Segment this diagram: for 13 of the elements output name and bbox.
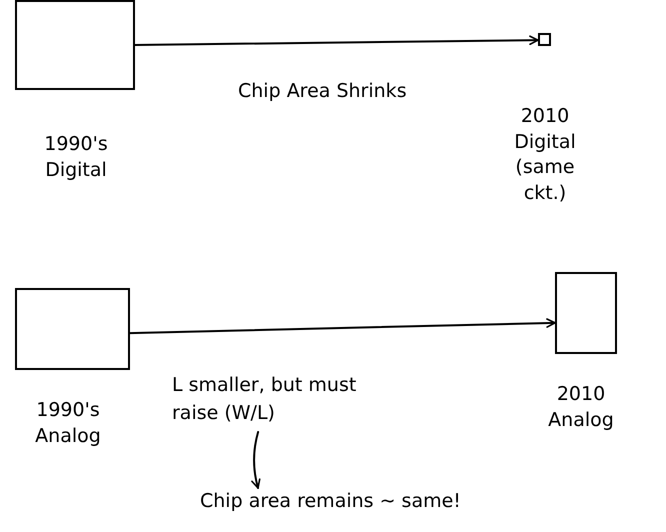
arrow (251, 431, 261, 489)
square-box (555, 272, 617, 354)
arrow (129, 318, 556, 334)
arrow (134, 35, 539, 46)
handwritten-note: L smaller, but must raise (W/L) (172, 372, 377, 432)
square-box (15, 0, 135, 90)
box-caption: 2010 Analog (547, 382, 615, 433)
square-box (538, 33, 551, 46)
box-caption: 1990's Analog (34, 398, 102, 449)
box-caption: 2010 Digital (same ckt.) (513, 104, 577, 206)
box-caption: 1990's Digital (43, 132, 109, 183)
handwritten-note: Chip area remains ~ same! (200, 488, 490, 520)
square-box (15, 288, 130, 370)
